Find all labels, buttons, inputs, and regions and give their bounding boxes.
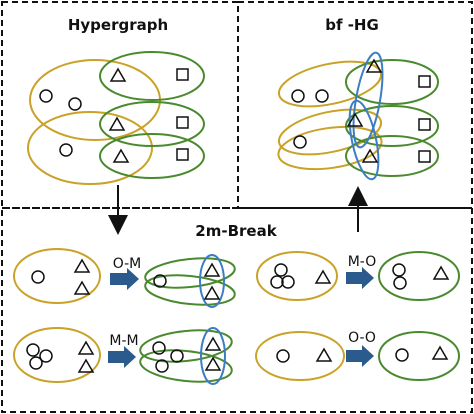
- node-circle: [68, 97, 82, 111]
- node-triangle: [314, 269, 332, 284]
- node-circle: [281, 275, 295, 289]
- node-triangle: [315, 347, 333, 362]
- node-square: [418, 75, 431, 88]
- node-triangle: [361, 148, 379, 163]
- hyperedge-green: [345, 105, 439, 147]
- hyperedge-gold: [256, 251, 338, 301]
- hypergraph-title: Hypergraph: [68, 16, 168, 34]
- node-triangle: [109, 67, 127, 82]
- break-panel-frame: [1, 207, 473, 413]
- hyperedge-green: [139, 349, 233, 383]
- node-square: [176, 68, 189, 81]
- node-circle: [270, 275, 284, 289]
- hyperedge-gold: [277, 125, 383, 171]
- node-triangle: [204, 336, 222, 351]
- node-circle: [276, 349, 290, 363]
- hyperedge-green: [378, 331, 460, 381]
- hyperedge-green-3: [99, 133, 205, 179]
- node-square: [176, 116, 189, 129]
- node-triangle: [77, 340, 95, 355]
- operation-label-mm: M-M: [109, 333, 138, 349]
- node-square: [418, 118, 431, 131]
- node-triangle: [346, 112, 364, 127]
- node-circle: [155, 359, 169, 373]
- node-circle: [395, 348, 409, 362]
- hypergraph-panel-frame: [1, 1, 239, 209]
- arrow-right-icon: [110, 268, 139, 290]
- node-triangle: [365, 58, 383, 73]
- hyperedge-green-2: [99, 101, 205, 147]
- node-circle: [153, 274, 167, 288]
- node-triangle: [73, 258, 91, 273]
- node-triangle: [73, 280, 91, 295]
- operation-label-om: O-M: [113, 256, 142, 272]
- hyperedge-gold: [13, 248, 101, 304]
- hyperedge-blue: [348, 99, 380, 181]
- node-triangle: [203, 262, 221, 277]
- operation-label-oo: O-O: [348, 330, 376, 346]
- hyperedge-green: [378, 251, 460, 301]
- node-circle: [274, 263, 288, 277]
- node-circle: [393, 276, 407, 290]
- hyperedge-blue: [199, 254, 225, 308]
- node-circle: [152, 341, 166, 355]
- operation-label-mo: M-O: [348, 254, 377, 270]
- hyperedge-green: [139, 329, 233, 363]
- hyperedge-green-1: [99, 51, 205, 101]
- arrow-right-icon: [108, 346, 136, 368]
- node-circle: [31, 270, 45, 284]
- node-circle: [170, 349, 184, 363]
- break-oo: O-O: [255, 330, 460, 381]
- hyperedge-green: [144, 274, 236, 306]
- node-triangle: [431, 345, 449, 360]
- node-circle: [39, 349, 53, 363]
- node-triangle: [112, 148, 130, 163]
- hyperedge-gold: [277, 108, 383, 156]
- hyperedge-blue: [352, 51, 384, 149]
- node-circle: [29, 356, 43, 370]
- node-circle: [315, 89, 329, 103]
- hyperedge-gold: [13, 327, 101, 383]
- arrow-right-icon: [346, 267, 374, 289]
- node-square: [176, 148, 189, 161]
- node-triangle: [108, 116, 126, 131]
- arrow-right-icon: [346, 345, 374, 367]
- node-circle: [293, 135, 307, 149]
- bfhg-diagram: [277, 51, 439, 181]
- node-circle: [291, 89, 305, 103]
- node-triangle: [203, 285, 221, 300]
- break-mo: M-O: [256, 251, 460, 301]
- node-circle: [39, 89, 53, 103]
- hyperedge-green: [345, 135, 439, 177]
- node-square: [418, 150, 431, 163]
- hyperedge-green: [144, 257, 236, 289]
- hyperedge-gold: [277, 60, 383, 108]
- hyperedge-gold: [255, 331, 345, 381]
- hypergraph-diagram: [27, 51, 205, 185]
- break-om: O-M: [13, 248, 236, 308]
- break-title: 2m-Break: [195, 222, 277, 240]
- node-circle: [59, 143, 73, 157]
- node-triangle: [77, 358, 95, 373]
- hyperedge-green: [345, 59, 439, 105]
- bfhg-title: bf -HG: [325, 16, 379, 34]
- node-triangle: [432, 265, 450, 280]
- node-triangle: [204, 356, 222, 371]
- hyperedge-gold-bottom: [27, 111, 153, 185]
- node-circle: [392, 263, 406, 277]
- hyperedge-blue: [200, 327, 226, 385]
- break-mm: M-M: [13, 327, 233, 385]
- node-circle: [26, 343, 40, 357]
